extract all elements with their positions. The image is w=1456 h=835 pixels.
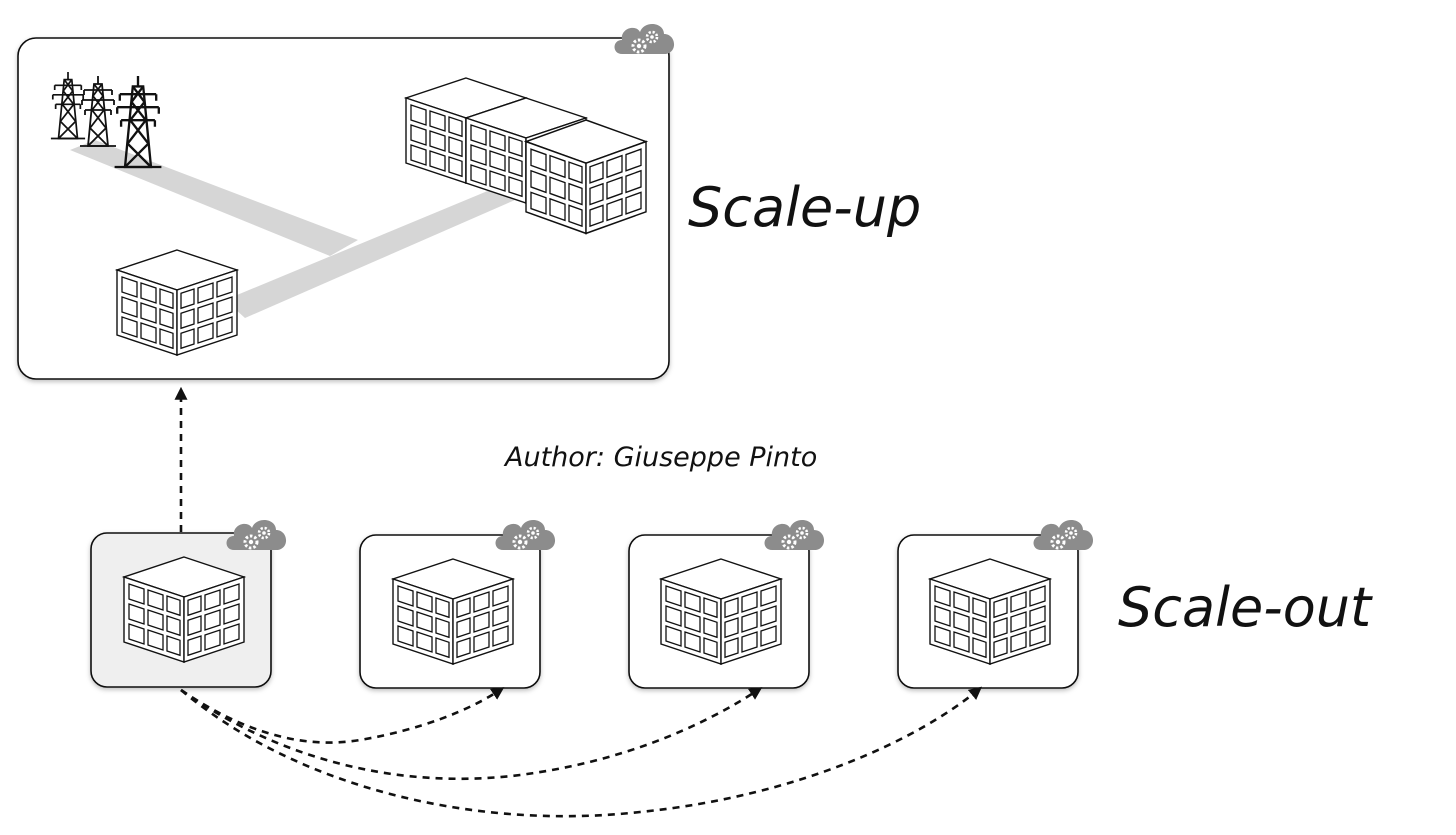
building-icon: [660, 558, 782, 665]
author-credit: Author: Giuseppe Pinto: [503, 442, 817, 473]
gear-cloud-icon: [1032, 518, 1095, 552]
scale-out-arrow-node-3: [180, 687, 763, 781]
road-to-pylons: [70, 140, 358, 256]
scale-out-node-4: [897, 518, 1095, 689]
scale-up-panel: [17, 22, 676, 380]
gear-cloud-icon: [763, 518, 826, 552]
scale-up-label: Scale-up: [688, 176, 921, 239]
road-to-buildings: [225, 190, 515, 318]
scale-out-label: Scale-out: [1118, 576, 1373, 639]
scale-out-node-1: [90, 518, 288, 688]
gear-cloud-icon: [225, 518, 288, 552]
scale-out-node-3: [628, 518, 826, 689]
scale-out-node-2: [359, 518, 557, 689]
gear-cloud-icon: [613, 22, 676, 56]
building-icon: [123, 556, 245, 663]
building-icon: [929, 558, 1051, 665]
scale-out-arrow-node-2: [180, 687, 505, 744]
scaled-building: [116, 249, 238, 356]
scale-out-arrow-node-4: [180, 686, 983, 818]
building-icon: [116, 249, 238, 356]
building-icon: [525, 119, 647, 235]
gear-cloud-icon: [494, 518, 557, 552]
building-icon: [392, 558, 514, 665]
